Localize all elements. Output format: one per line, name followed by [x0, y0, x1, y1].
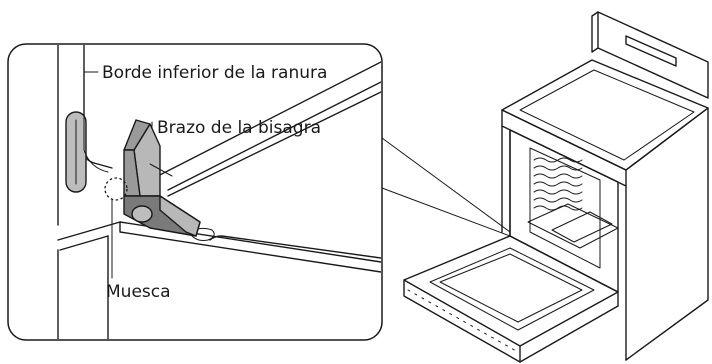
hinge-pivot [132, 206, 152, 222]
detail-callout: Borde inferior de la ranura Brazo de la … [8, 44, 382, 340]
oven-door [404, 236, 618, 346]
callout-connector [382, 138, 510, 236]
oven-illustration [404, 12, 708, 362]
label-notch: Muesca [106, 282, 171, 302]
oven-cavity [510, 130, 618, 292]
callout-frame [8, 44, 382, 340]
label-slot-bottom-edge: Borde inferior de la ranura [102, 63, 327, 83]
label-hinge-arm: Brazo de la bisagra [157, 118, 321, 138]
oven-cooktop [502, 60, 708, 170]
